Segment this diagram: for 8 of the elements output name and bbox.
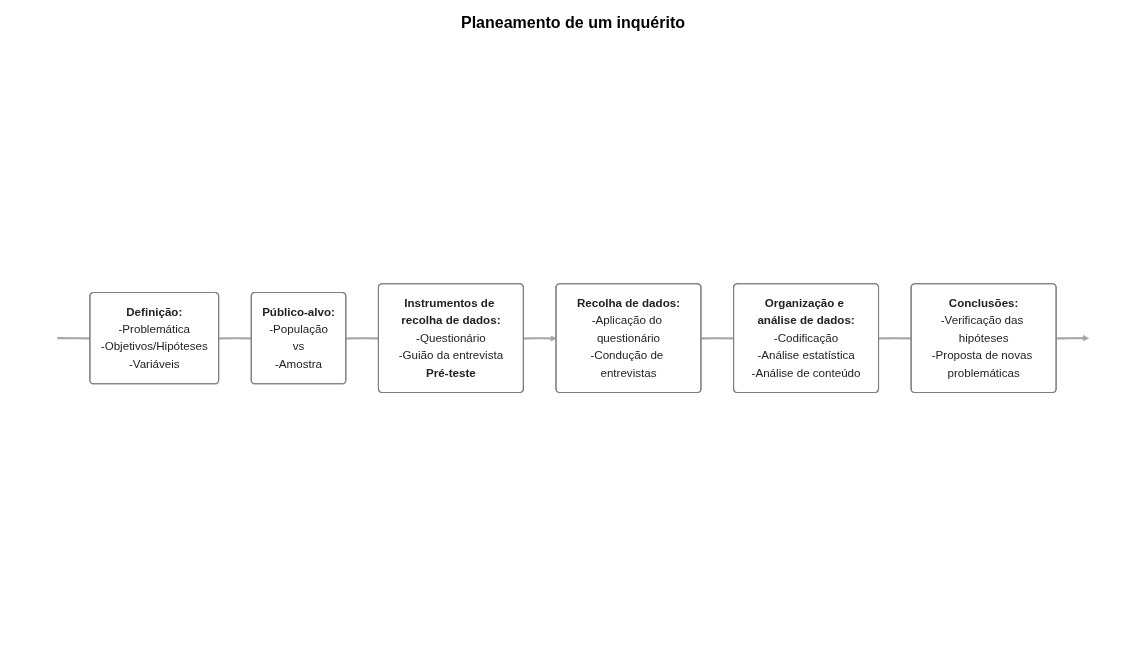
flowchart-drawing: Definição: -Problemática -Objetivos/Hipóteses -Variáveis Público-alvo: -População vs -Amostra Instrumentos de recolha de dados: -Questionário -Guião da entrevista Pré-teste Recolha de dados: -Aplicação do questionário -Condução de entrevistas Organização e análise de dados: -Codificação -Análise estatística -Análise de conteúdo Conclusões: -Verificação das hipóteses -Proposta de novas problemáticas (8, 277, 1138, 399)
connector (701, 337, 734, 340)
connector (346, 337, 379, 340)
arrow (523, 335, 557, 342)
diagram-title: Planeamento de um inquérito (460, 14, 686, 32)
arrow (1056, 334, 1089, 342)
connector (219, 337, 252, 340)
connector (878, 337, 912, 340)
